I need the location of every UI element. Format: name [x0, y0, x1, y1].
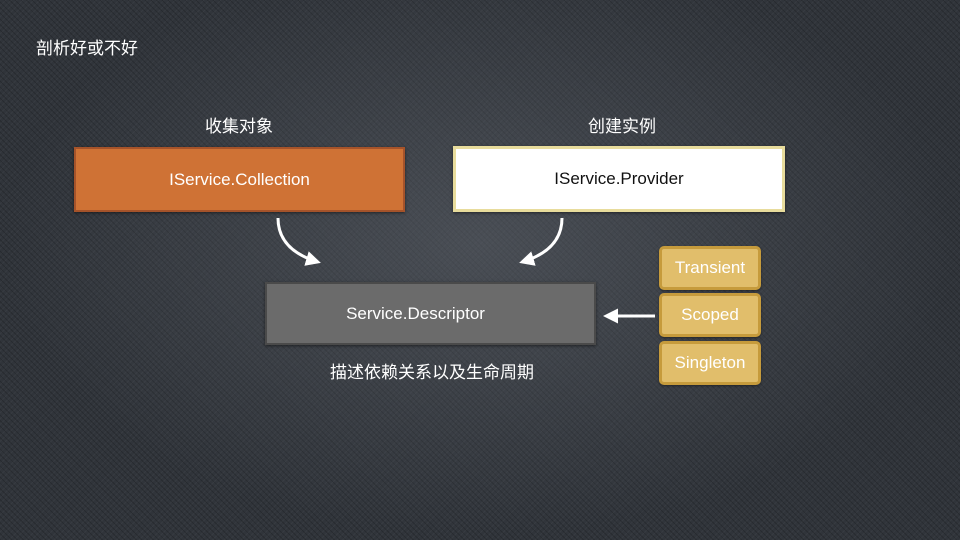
service-collection-box: IService.Collection	[74, 147, 405, 212]
descriptor-caption: 描述依赖关系以及生命周期	[330, 363, 534, 383]
lifetime-transient: Transient	[659, 246, 761, 290]
lifetime-transient-label: Transient	[674, 258, 746, 277]
provider-to-descriptor-arrow	[519, 217, 564, 266]
provider-caption: 创建实例	[588, 117, 656, 137]
lifetime-scoped-label: Scoped	[681, 305, 739, 324]
lifetime-singleton-label: Singleton	[674, 353, 746, 372]
lifetime-scoped: Scoped	[659, 293, 761, 337]
collection-to-descriptor-arrow	[276, 217, 321, 266]
slide-title: 剖析好或不好	[36, 39, 138, 59]
service-collection-label: IService.Collection	[169, 169, 310, 189]
collection-caption: 收集对象	[205, 117, 273, 137]
service-provider-box: IService.Provider	[453, 146, 785, 212]
service-descriptor-box: Service.Descriptor	[265, 282, 596, 345]
service-descriptor-label: Service.Descriptor	[346, 303, 485, 323]
lifetime-singleton: Singleton	[659, 341, 761, 385]
service-provider-label: IService.Provider	[554, 169, 684, 188]
